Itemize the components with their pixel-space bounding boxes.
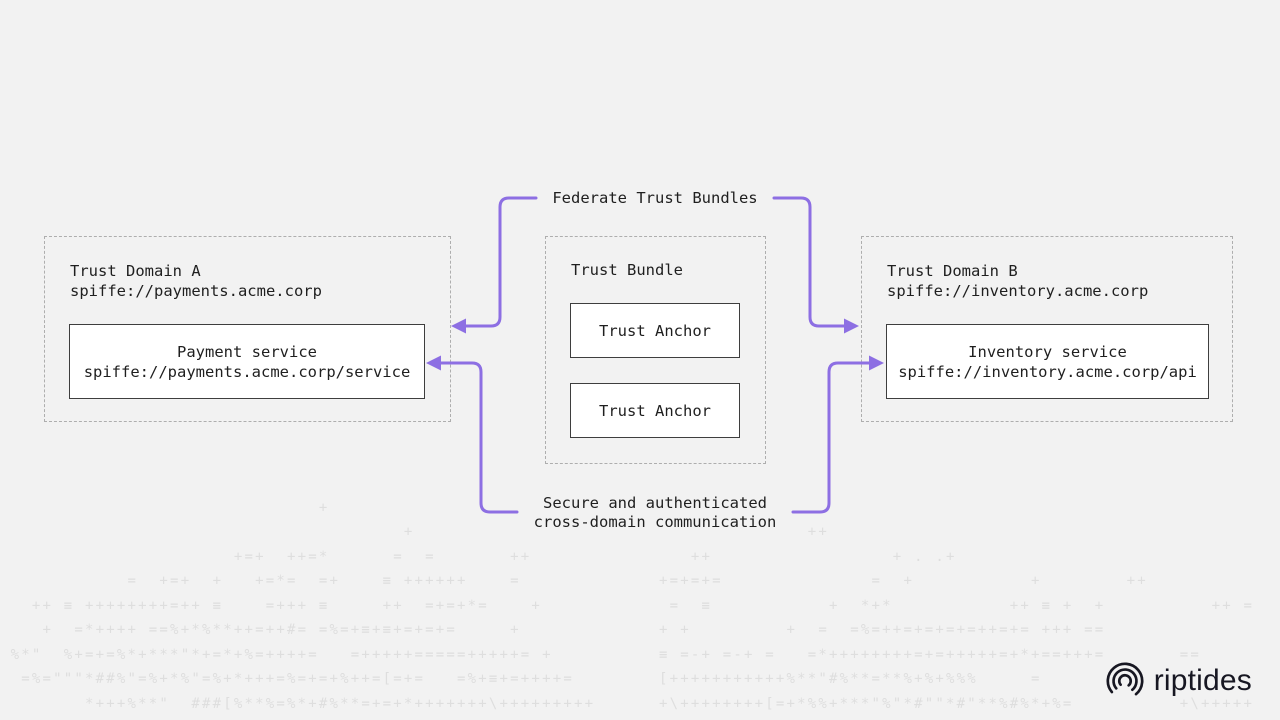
trust-anchor-label: Trust Anchor (599, 321, 711, 340)
secure-communication-line2: cross-domain communication (533, 513, 777, 531)
trust-bundle-title: Trust Bundle (571, 261, 683, 279)
ascii-noise-row: =%="""*##%"=%+*%"=%+*+++=%=+=+%++=[=+= =… (0, 671, 1042, 687)
ascii-noise-row: *+++%**" ###[%**%=%*+#%**=+=+*+++++++\++… (0, 696, 1255, 712)
ascii-noise-row: ++ ≡ ++++++++=++ ≡ =+++ ≡ ++ =+=+*= + = … (0, 598, 1255, 614)
trust-domain-b-title: Trust Domain B spiffe://inventory.acme.c… (887, 262, 1148, 301)
trust-anchor-label: Trust Anchor (599, 401, 711, 420)
ascii-noise-row: %*" %+=+=%*+***"*+=*+%=++++= =+++++=====… (0, 647, 1202, 663)
arrowhead-right-top (844, 318, 859, 334)
riptides-logo-text: riptides (1153, 664, 1252, 697)
riptides-logo: riptides (1104, 660, 1252, 702)
secure-communication-line1: Secure and authenticated (543, 494, 767, 512)
trust-domain-b-spiffe-id: spiffe://inventory.acme.corp (887, 281, 1149, 300)
trust-domain-a-box (44, 236, 451, 422)
ascii-noise-row: + =*++++ ==%+*%**++=++#= =%=+≡+≡+=+=+= +… (0, 622, 1106, 638)
trust-domain-a-name: Trust Domain A (70, 262, 201, 280)
inventory-service-spiffe-id: spiffe://inventory.acme.corp/api (898, 362, 1197, 381)
trust-domain-b-name: Trust Domain B (887, 262, 1018, 280)
ascii-noise-row: = +=+ + +=*= =+ ≡ ++++++ = +=+=+= = + + … (0, 573, 1148, 589)
riptides-ripple-icon (1106, 662, 1144, 696)
payment-service-spiffe-id: spiffe://payments.acme.corp/service (83, 362, 411, 381)
trust-domain-a-title: Trust Domain A spiffe://payments.acme.co… (70, 262, 322, 301)
trust-bundle-box (545, 236, 766, 464)
ascii-noise-row: +=+ ++=* = = ++ ++ + . .+ (0, 549, 957, 565)
payment-service-box: Payment service spiffe://payments.acme.c… (69, 324, 425, 399)
trust-domain-a-spiffe-id: spiffe://payments.acme.corp (70, 281, 322, 300)
arrowhead-left-top (451, 318, 466, 334)
federate-to-domain-b-arrow (772, 196, 848, 328)
federate-trust-bundles-label: Federate Trust Bundles (552, 189, 758, 207)
inventory-service-name: Inventory service (968, 342, 1127, 361)
secure-to-inventory-arrow (791, 361, 873, 514)
payment-service-name: Payment service (177, 342, 317, 361)
trust-anchor-box-1: Trust Anchor (570, 303, 740, 358)
trust-anchor-box-2: Trust Anchor (570, 383, 740, 438)
trust-domain-b-box (861, 236, 1233, 422)
secure-communication-label: Secure and authenticated cross-domain co… (455, 494, 855, 532)
federate-to-domain-a-arrow (462, 196, 538, 328)
inventory-service-box: Inventory service spiffe://inventory.acm… (886, 324, 1209, 399)
